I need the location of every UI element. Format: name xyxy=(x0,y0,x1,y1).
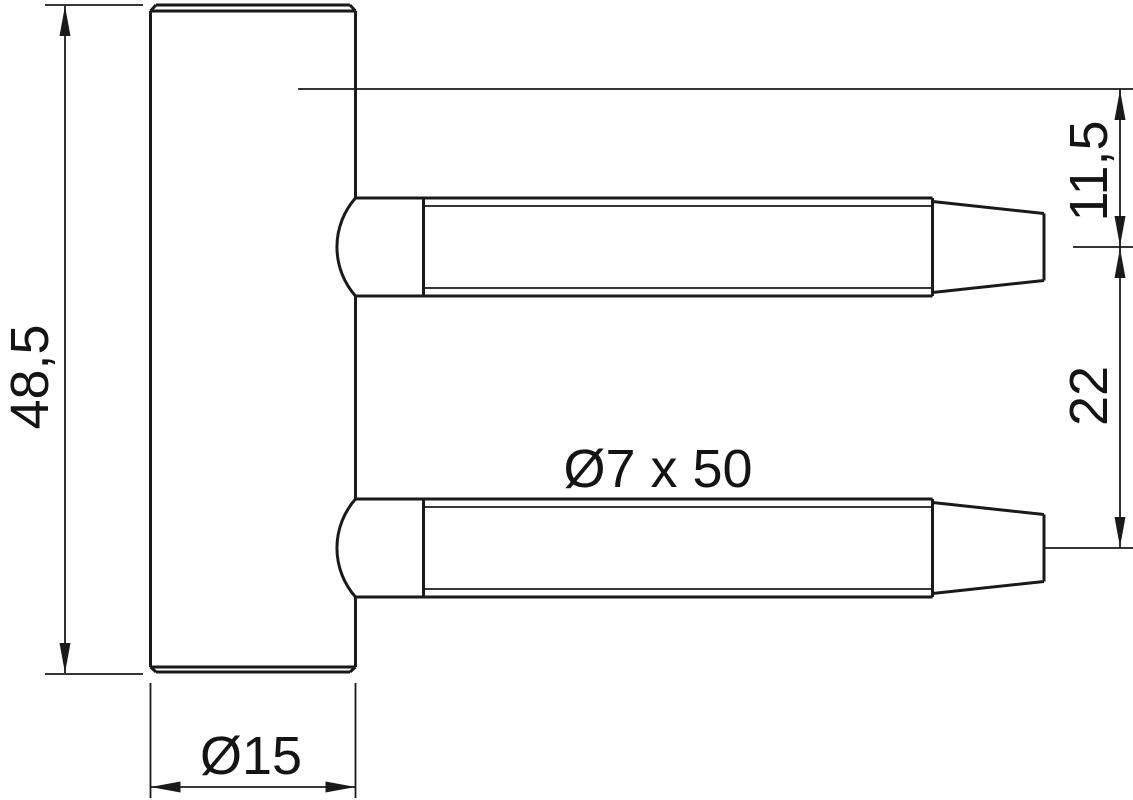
pin-top-body xyxy=(355,196,934,298)
pin-bottom-tip xyxy=(932,501,1046,595)
hinge-pin-top xyxy=(335,196,1046,298)
dimension-label-barrel-height: 48,5 xyxy=(0,324,60,429)
arrow-down-icon xyxy=(1114,517,1126,547)
arrow-up-icon xyxy=(59,6,71,36)
dimension-pin-offset: 11,5 xyxy=(1059,89,1126,247)
pin-top-thread-lines xyxy=(423,205,933,289)
dimension-pin-spacing: 22 xyxy=(1059,247,1126,548)
pin-bottom-body xyxy=(355,497,934,599)
dimension-barrel-diameter: Ø15 xyxy=(149,683,357,798)
dimension-barrel-height: 48,5 xyxy=(0,4,143,675)
pin-bottom-thread-lines xyxy=(423,506,933,590)
pin-top-dome xyxy=(335,197,357,297)
hinge-pin-bottom xyxy=(335,497,1046,599)
barrel-bottom-edge xyxy=(149,665,357,674)
dimension-label-pin-offset: 11,5 xyxy=(1059,120,1119,221)
arrow-up-icon xyxy=(1114,90,1126,120)
pin-spec-label: Ø7 x 50 xyxy=(563,439,752,499)
dimension-label-barrel-diameter: Ø15 xyxy=(200,726,302,786)
arrow-left-icon xyxy=(150,781,181,793)
arrow-down-icon xyxy=(1114,216,1126,246)
arrow-up-icon xyxy=(1114,248,1126,278)
dimension-barrel-height-extensions xyxy=(45,4,143,675)
dimension-label-pin-spacing: 22 xyxy=(1059,366,1119,426)
hinge-barrel xyxy=(149,3,357,674)
barrel-top-edge xyxy=(149,3,357,13)
dimension-barrel-diameter-extensions xyxy=(149,683,357,798)
pin-bottom-dome xyxy=(335,498,357,598)
pin-top-tip xyxy=(932,200,1046,294)
arrow-down-icon xyxy=(59,643,71,673)
arrow-right-icon xyxy=(325,781,356,793)
